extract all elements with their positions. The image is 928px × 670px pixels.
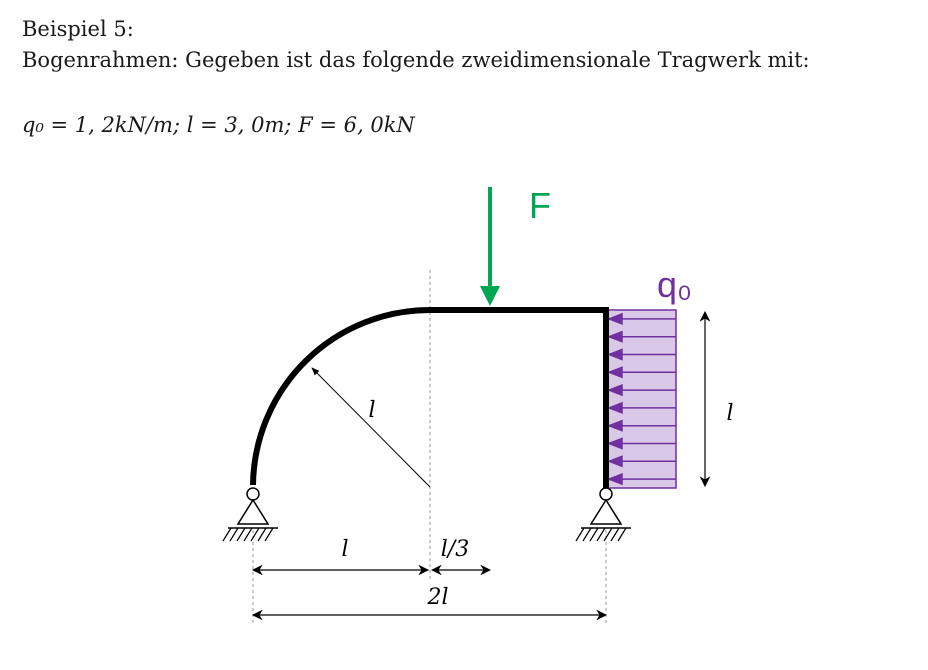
- radius-label: l: [368, 398, 375, 423]
- force-label: F: [529, 185, 551, 226]
- load-arrow-head: [606, 437, 623, 450]
- load-arrow-head: [606, 401, 623, 414]
- load-arrow-head: [606, 455, 623, 468]
- given-values: q₀ = 1, 2kN/m; l = 3, 0m; F = 6, 0kN: [22, 113, 415, 137]
- arch-member: [250, 307, 431, 486]
- load-label: q₀: [657, 264, 692, 305]
- force-arrow: [480, 187, 500, 306]
- distributed-load: [605, 309, 677, 489]
- load-arrow-head: [606, 473, 623, 486]
- dimension-l-third-label: l/3: [441, 537, 469, 562]
- load-arrow-head: [606, 312, 623, 325]
- problem-description: Bogenrahmen: Gegeben ist das folgende zw…: [22, 48, 810, 72]
- dimension-l-label: l: [341, 537, 348, 562]
- left-pin-support: [222, 487, 278, 542]
- problem-text: Beispiel 5: Bogenrahmen: Gegeben ist das…: [22, 14, 810, 76]
- load-arrow-head: [606, 384, 623, 397]
- height-label: l: [726, 401, 733, 426]
- load-arrow-head: [606, 419, 623, 432]
- dimension-2l-label: 2l: [426, 585, 448, 610]
- load-arrow-head: [606, 348, 623, 361]
- right-pin-support: [575, 487, 631, 542]
- load-arrow-head: [606, 330, 623, 343]
- radius-line: [311, 367, 431, 488]
- problem-heading: Beispiel 5:: [22, 17, 134, 41]
- load-arrow-head: [606, 366, 623, 379]
